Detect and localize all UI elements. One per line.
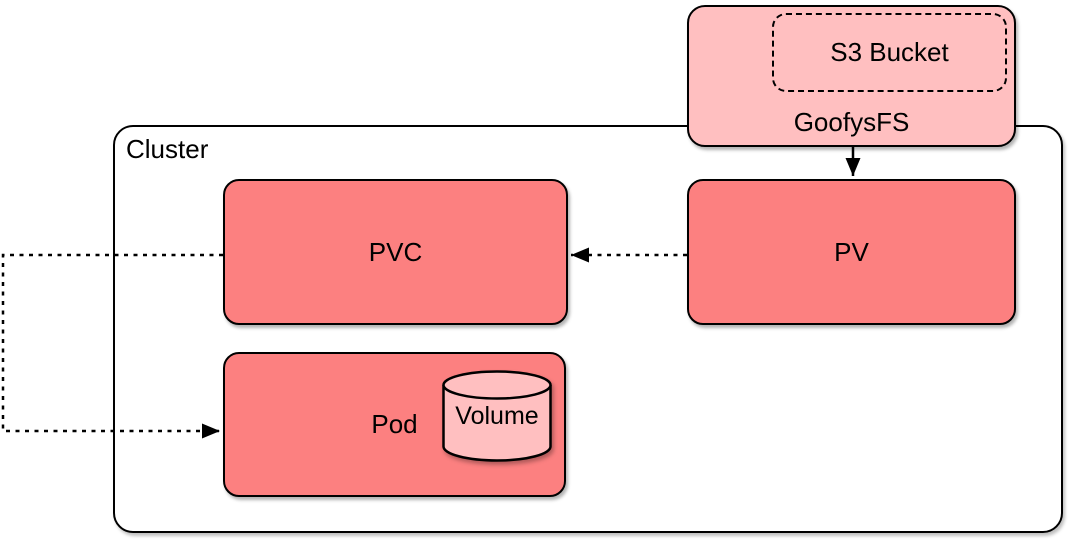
pod-label: Pod xyxy=(371,409,418,439)
volume-label: Volume xyxy=(455,401,539,430)
cylinder-icon xyxy=(442,370,552,462)
volume-cylinder: Volume xyxy=(442,370,552,462)
pod-node: Pod Volume xyxy=(223,352,566,497)
cluster-label: Cluster xyxy=(126,134,209,164)
goofysfs-label: GoofysFS xyxy=(793,106,910,137)
pvc-node: PVC xyxy=(223,179,568,325)
s3-bucket-node: S3 Bucket xyxy=(772,13,1007,92)
pv-node: PV xyxy=(687,179,1016,325)
goofysfs-node: S3 Bucket GoofysFS xyxy=(687,5,1016,147)
